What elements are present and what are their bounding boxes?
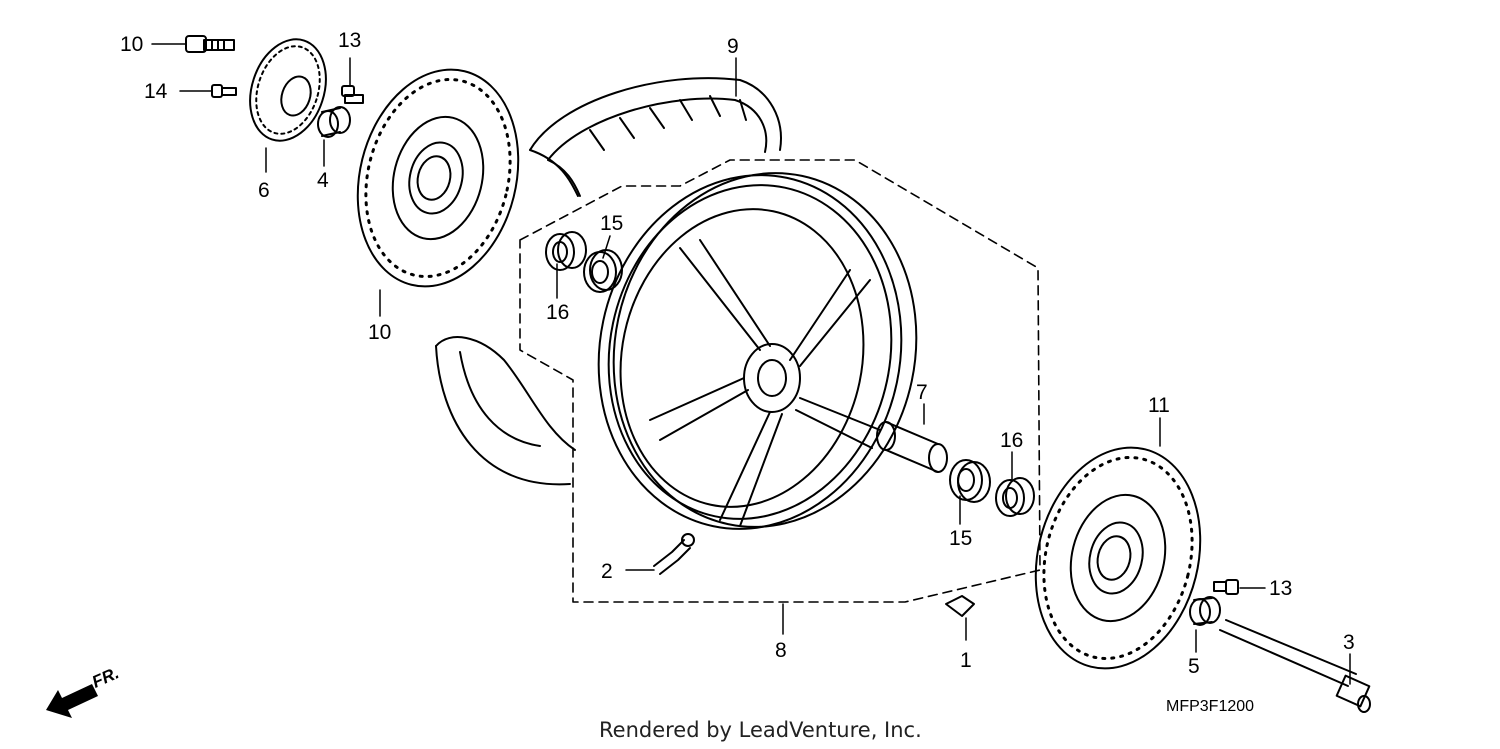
callout-15-right[interactable]: 15 (949, 527, 973, 550)
screw-14 (211, 84, 237, 98)
callout-16-right[interactable]: 16 (1000, 429, 1024, 452)
front-direction-arrow-icon (46, 684, 98, 718)
callout-10[interactable]: 10 (368, 321, 392, 344)
callout-4[interactable]: 4 (317, 169, 329, 192)
tire-9 (529, 77, 782, 197)
collar-5 (1189, 596, 1221, 626)
callout-12[interactable]: 10 (120, 33, 144, 56)
credit-text: Rendered by LeadVenture, Inc. (599, 718, 922, 742)
leader-lines (151, 43, 1351, 685)
seal-16-right (995, 477, 1035, 517)
brake-disc-11 (1034, 446, 1202, 670)
callout-3[interactable]: 3 (1343, 631, 1355, 654)
seal-16-left (545, 231, 587, 271)
callout-16-left[interactable]: 16 (546, 301, 570, 324)
callout-5[interactable]: 5 (1188, 655, 1200, 678)
diagram-code: MFP3F1200 (1166, 698, 1255, 715)
callout-11[interactable]: 11 (1148, 394, 1170, 417)
callout-14[interactable]: 14 (144, 80, 168, 103)
callout-7[interactable]: 7 (916, 381, 928, 404)
callout-1[interactable]: 1 (960, 649, 972, 672)
bolt-12 (185, 35, 235, 53)
axle-3 (1219, 619, 1371, 713)
callout-6[interactable]: 6 (258, 179, 270, 202)
clip-1 (945, 595, 975, 617)
callout-13-top[interactable]: 13 (338, 29, 362, 52)
wheel-8 (597, 172, 918, 530)
bearing-15-right (949, 459, 991, 503)
brake-disc-10 (356, 68, 520, 288)
valve-2 (653, 533, 695, 575)
tire-9-front (435, 336, 576, 486)
screw-13-top (341, 85, 364, 104)
bearing-15-left (583, 249, 623, 293)
pulser-ring-6 (249, 38, 327, 142)
callout-13-lower[interactable]: 13 (1269, 577, 1293, 600)
collar-4 (317, 106, 351, 138)
screw-13-lower (1213, 579, 1239, 595)
callout-8[interactable]: 8 (775, 639, 787, 662)
callout-9[interactable]: 9 (727, 35, 739, 58)
distance-collar-7 (876, 421, 948, 473)
callout-2[interactable]: 2 (601, 560, 613, 583)
callout-15-left[interactable]: 15 (600, 212, 624, 235)
